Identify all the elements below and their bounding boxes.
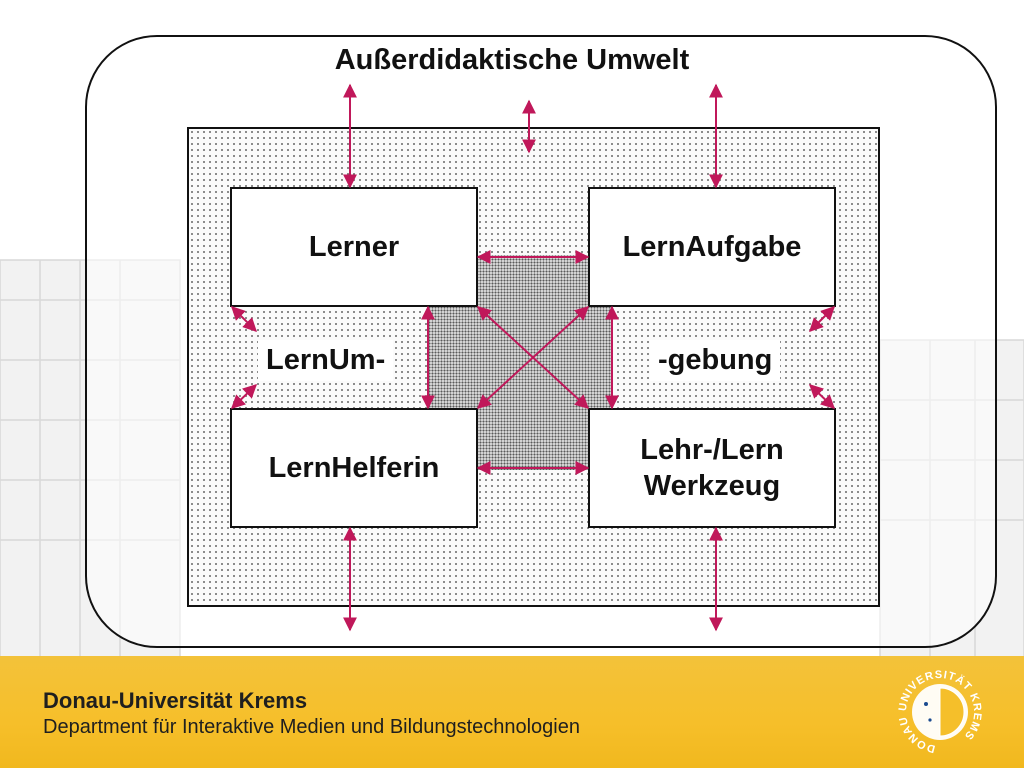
box-werkzeug: Lehr-/Lern Werkzeug [588, 408, 836, 528]
box-lerner-label: Lerner [308, 230, 400, 263]
box-lernaufgabe-label: LernAufgabe [622, 230, 802, 263]
label-lernum: LernUm- [258, 340, 394, 381]
box-werkzeug-label-line2: Werkzeug [643, 470, 781, 502]
box-lernhelferin-label: LernHelferin [268, 451, 440, 484]
diagram-title: Außerdidaktische Umwelt [334, 44, 690, 76]
label-gebung: -gebung [650, 340, 781, 381]
university-logo: DONAU UNIVERSITÄT KREMS [897, 669, 982, 755]
footer-department: Department für Interaktive Medien und Bi… [43, 716, 580, 738]
box-lernaufgabe: LernAufgabe [588, 187, 836, 307]
footer-institution: Donau-Universität Krems [43, 688, 308, 713]
footer-bar [0, 656, 1024, 768]
box-lernhelferin: LernHelferin [230, 408, 478, 528]
box-lerner: Lerner [230, 187, 478, 307]
box-werkzeug-label-line1: Lehr-/Lern [640, 434, 784, 466]
